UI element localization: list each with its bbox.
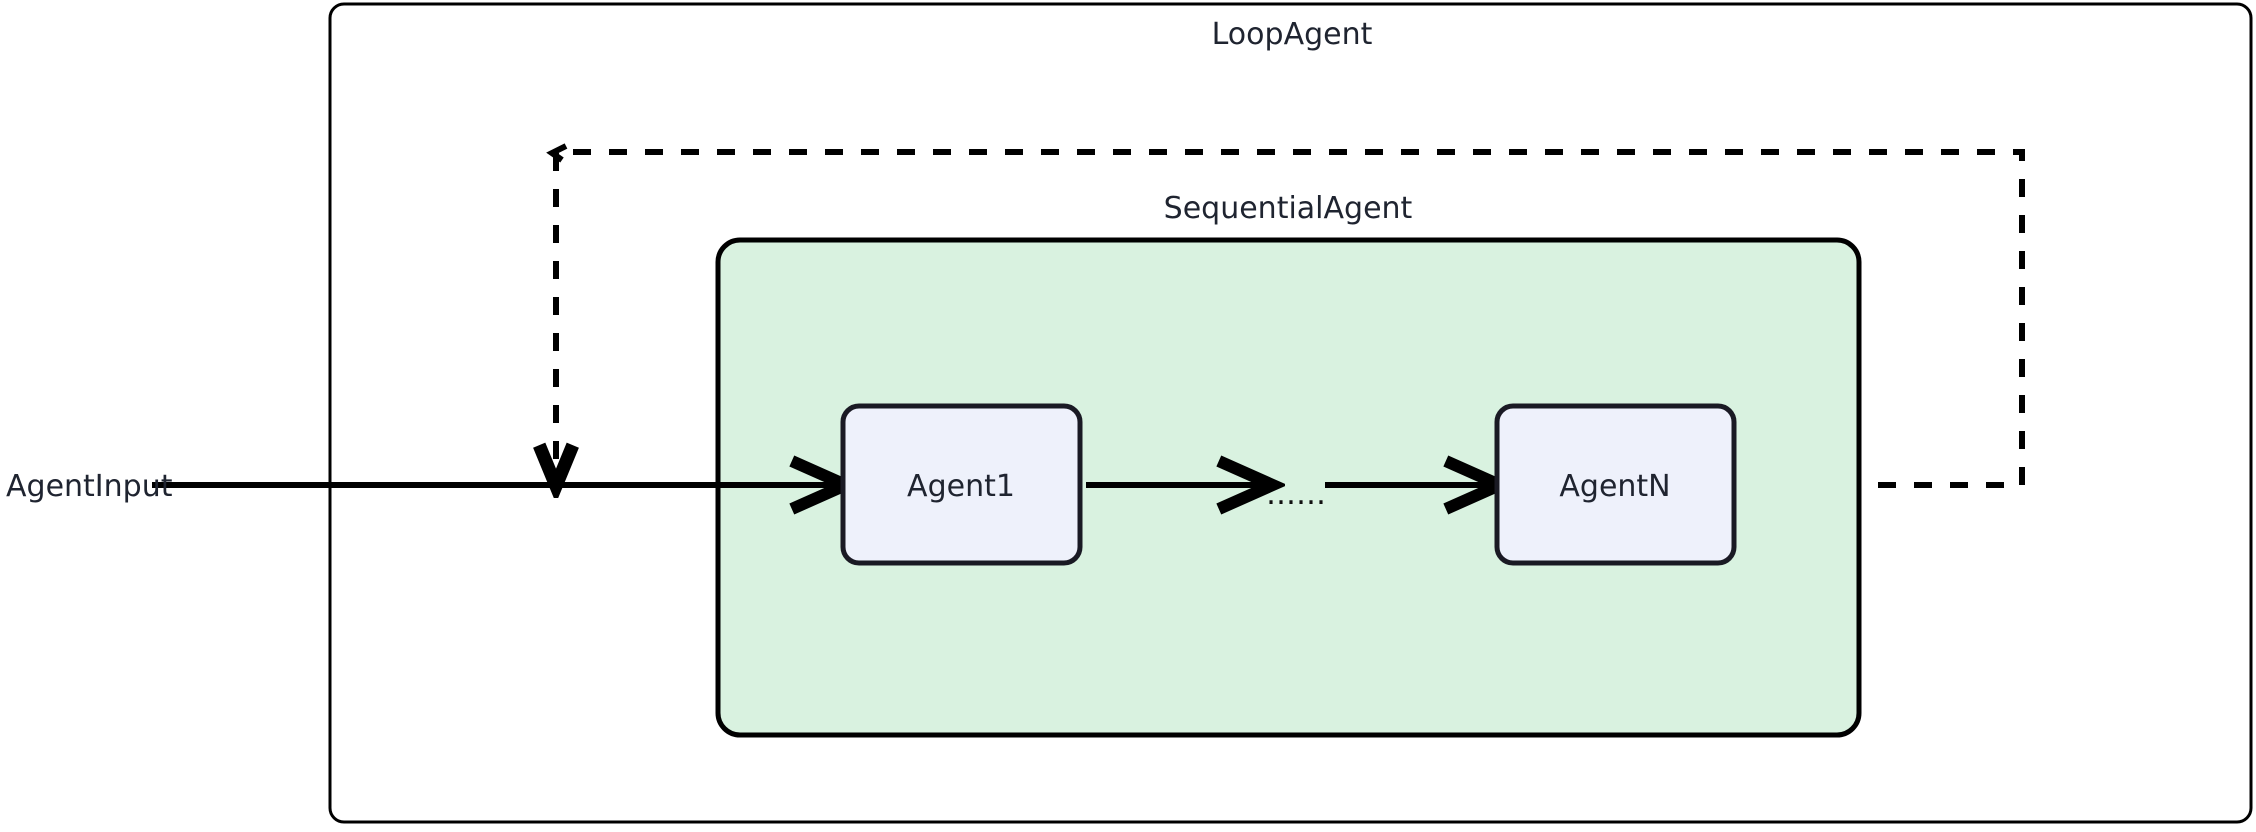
loop-corner-arrow-icon — [546, 143, 568, 163]
loop-agent-label: LoopAgent — [1212, 17, 1373, 52]
node-agentn[interactable] — [1494, 403, 1737, 566]
ellipsis-label: …… — [1266, 477, 1326, 512]
sequential-agent-label: SequentialAgent — [1164, 191, 1413, 226]
node-agent1[interactable] — [840, 403, 1083, 566]
loop-back-edge — [556, 149, 2025, 485]
agent-input-label: AgentInput — [6, 469, 173, 504]
node-agentn-label: AgentN — [1559, 469, 1670, 504]
node-agent1-label: Agent1 — [907, 469, 1015, 504]
